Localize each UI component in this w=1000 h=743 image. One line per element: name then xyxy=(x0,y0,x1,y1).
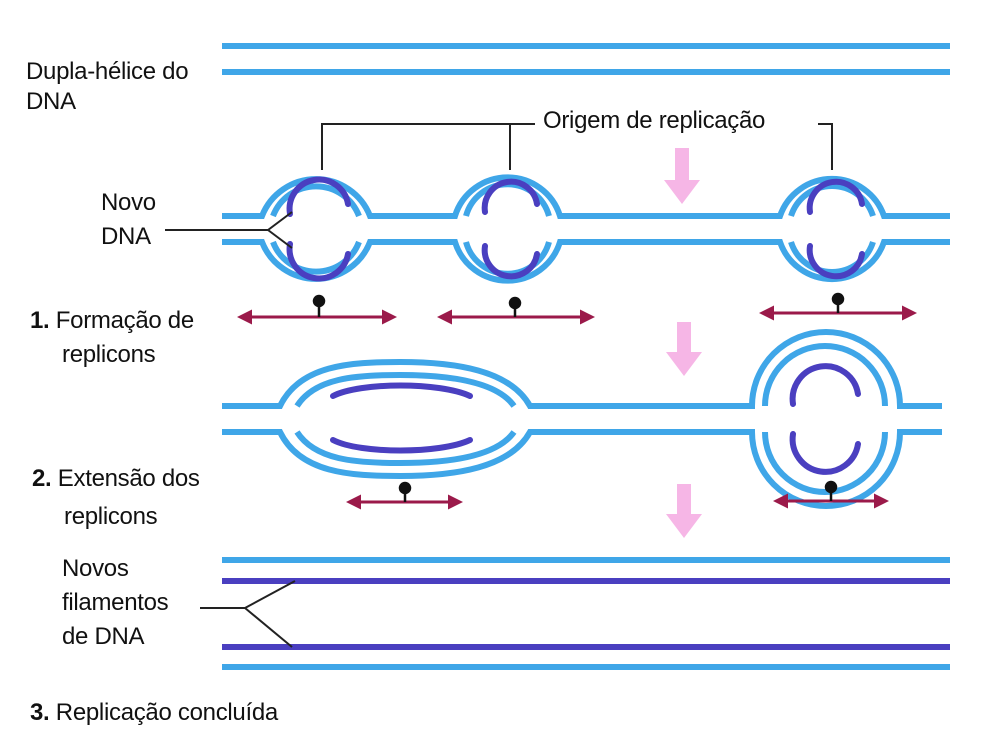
origin-marker xyxy=(398,481,412,495)
new-dna-leader xyxy=(165,211,293,249)
step1-strands xyxy=(222,174,950,284)
origin-leader-lines xyxy=(321,123,833,170)
step2-new-dna xyxy=(330,363,861,475)
origin-marker xyxy=(508,296,522,310)
step1-label: 1. Formação de replicons xyxy=(30,307,194,368)
step1-bubble-interiors xyxy=(270,181,876,277)
new-dna-label: Novo DNA xyxy=(101,189,156,250)
origin-marker xyxy=(312,294,326,308)
step1-number: 1. xyxy=(30,307,50,334)
step2-bubble-interiors xyxy=(294,343,888,495)
double-helix-label: Dupla-hélice do DNA xyxy=(26,58,189,115)
new-strands-leader xyxy=(200,580,296,648)
down-arrow-icon xyxy=(666,484,702,538)
new-strands-label: Novos filamentos de DNA xyxy=(62,555,169,650)
origin-label: Origem de replicação xyxy=(543,107,766,134)
parental-double-helix xyxy=(222,43,950,75)
step1-arrows xyxy=(237,292,917,325)
origin-marker xyxy=(831,292,845,306)
step1-new-dna xyxy=(286,176,865,282)
step2-label: 2. Extensão dos replicons xyxy=(32,465,200,530)
step3-strands xyxy=(222,557,950,670)
down-arrow-icon xyxy=(666,322,702,376)
step2-strands xyxy=(222,329,942,509)
down-arrow-icon xyxy=(664,148,700,204)
flow-arrows xyxy=(664,148,702,538)
step2-number: 2. xyxy=(32,465,52,492)
step3-number: 3. xyxy=(30,699,50,726)
step2-arrows xyxy=(346,480,889,510)
step3-label: 3. Replicação concluída xyxy=(30,699,278,726)
origin-marker xyxy=(824,480,838,494)
